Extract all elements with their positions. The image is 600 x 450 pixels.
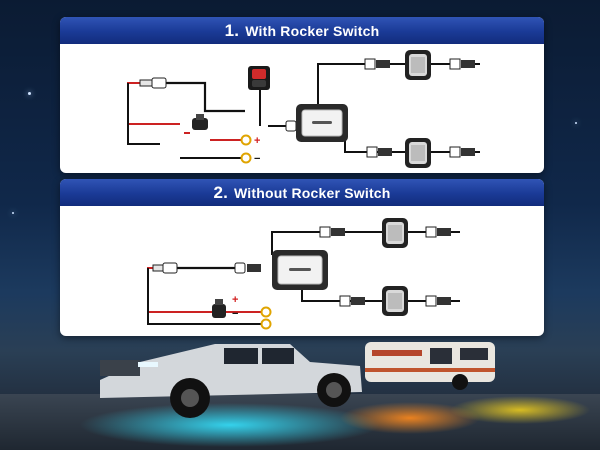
panel-without-rocker-switch: 2. Without Rocker Switch + − xyxy=(60,179,544,336)
panel-with-rocker-switch: 1. With Rocker Switch xyxy=(60,17,544,173)
panel-header: 1. With Rocker Switch xyxy=(60,17,544,44)
control-box-icon xyxy=(272,250,328,290)
rock-light-pod-icon xyxy=(405,138,431,168)
panel-number: 2. xyxy=(213,182,229,202)
negative-terminal-ring xyxy=(240,152,252,164)
truck-and-trailer-scene xyxy=(80,342,590,447)
connector-icon xyxy=(425,226,451,238)
connector-icon xyxy=(152,262,178,274)
connector-icon xyxy=(339,295,365,307)
panel-number: 1. xyxy=(224,20,240,40)
negative-label: − xyxy=(232,308,238,320)
positive-label: + xyxy=(254,135,260,147)
connector-icon xyxy=(364,58,390,70)
negative-terminal-ring xyxy=(260,318,272,330)
rock-light-pod-icon xyxy=(382,286,408,316)
connector-icon xyxy=(319,226,345,238)
control-box-icon xyxy=(296,104,348,142)
star xyxy=(575,122,577,124)
positive-terminal-ring xyxy=(260,306,272,318)
connector-icon xyxy=(139,77,167,89)
star xyxy=(12,212,14,214)
fuse-holder-icon xyxy=(192,114,208,130)
orange-underglow xyxy=(340,402,480,434)
connector-icon xyxy=(449,58,475,70)
connector-icon xyxy=(425,295,451,307)
pickup-truck xyxy=(100,344,362,418)
connector-icon xyxy=(234,262,261,274)
wiring-diagram-2: + − xyxy=(147,218,460,330)
rock-light-pod-icon xyxy=(405,50,431,80)
positive-label: + xyxy=(232,294,238,306)
wiring-diagram-1: + − xyxy=(127,50,480,168)
camper-trailer xyxy=(365,342,495,390)
negative-label: − xyxy=(254,153,260,165)
connector-icon xyxy=(449,146,475,158)
yellow-underglow xyxy=(450,396,590,424)
panel-title: Without Rocker Switch xyxy=(234,184,391,201)
cyan-underglow xyxy=(80,403,380,447)
connector-icon xyxy=(366,146,392,158)
rock-light-pod-icon xyxy=(382,218,408,248)
rocker-switch-icon xyxy=(248,66,270,90)
panel-header: 2. Without Rocker Switch xyxy=(60,179,544,206)
panel-title: With Rocker Switch xyxy=(245,22,380,39)
positive-terminal-ring xyxy=(240,134,252,146)
fuse-holder-icon xyxy=(212,299,226,318)
star xyxy=(28,92,31,95)
